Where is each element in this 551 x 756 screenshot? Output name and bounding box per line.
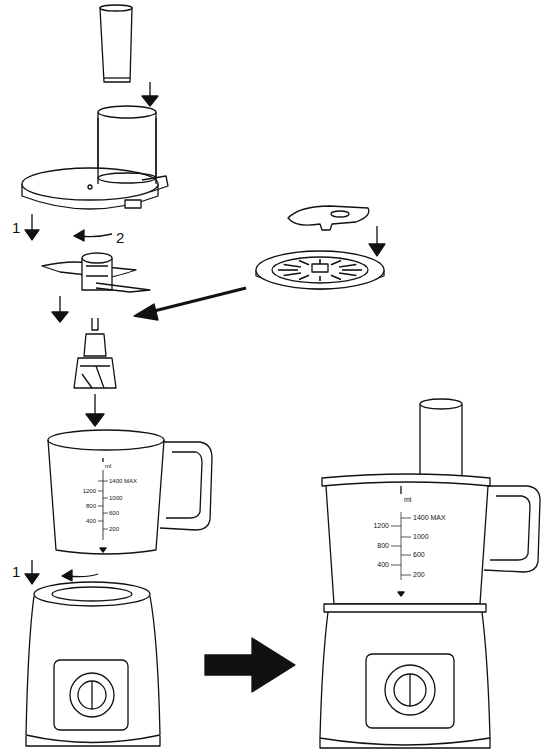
disc-slot <box>319 276 321 281</box>
scale-marking: ml <box>404 496 411 503</box>
scale-marking: 600 <box>109 510 119 516</box>
step-number: 2 <box>116 230 124 245</box>
scale-marking: ml <box>105 463 111 469</box>
disc-slot <box>284 273 301 276</box>
disc-slot <box>339 265 356 268</box>
scale-marking: 200 <box>413 571 425 578</box>
scale-marking: 1000 <box>413 533 429 540</box>
step-number: 1 <box>12 220 20 235</box>
scale-marking: 400 <box>86 518 96 524</box>
scale-marking: 1400 MAX <box>109 478 137 484</box>
disc-slot <box>319 259 321 264</box>
disc-slot <box>299 275 309 279</box>
scale-marking: 1000 <box>109 495 122 501</box>
scale-marking: 1200 <box>373 522 389 529</box>
disc-slot <box>331 260 341 264</box>
scale-marking: 600 <box>413 551 425 558</box>
disc-slot <box>331 275 341 279</box>
disc-slot <box>342 269 362 271</box>
disc-slot <box>299 260 309 264</box>
scale-marking: 400 <box>377 561 389 568</box>
step-number: 1 <box>12 564 20 579</box>
scale-marking: 1200 <box>83 488 96 494</box>
disc-slot <box>284 265 301 268</box>
scale-marking: 800 <box>86 503 96 509</box>
scale-marking: 1400 MAX <box>413 514 446 521</box>
scale-marking: 200 <box>109 526 119 532</box>
disc-slot <box>278 269 298 271</box>
disc-slot <box>339 273 356 276</box>
scale-marking: 800 <box>377 542 389 549</box>
